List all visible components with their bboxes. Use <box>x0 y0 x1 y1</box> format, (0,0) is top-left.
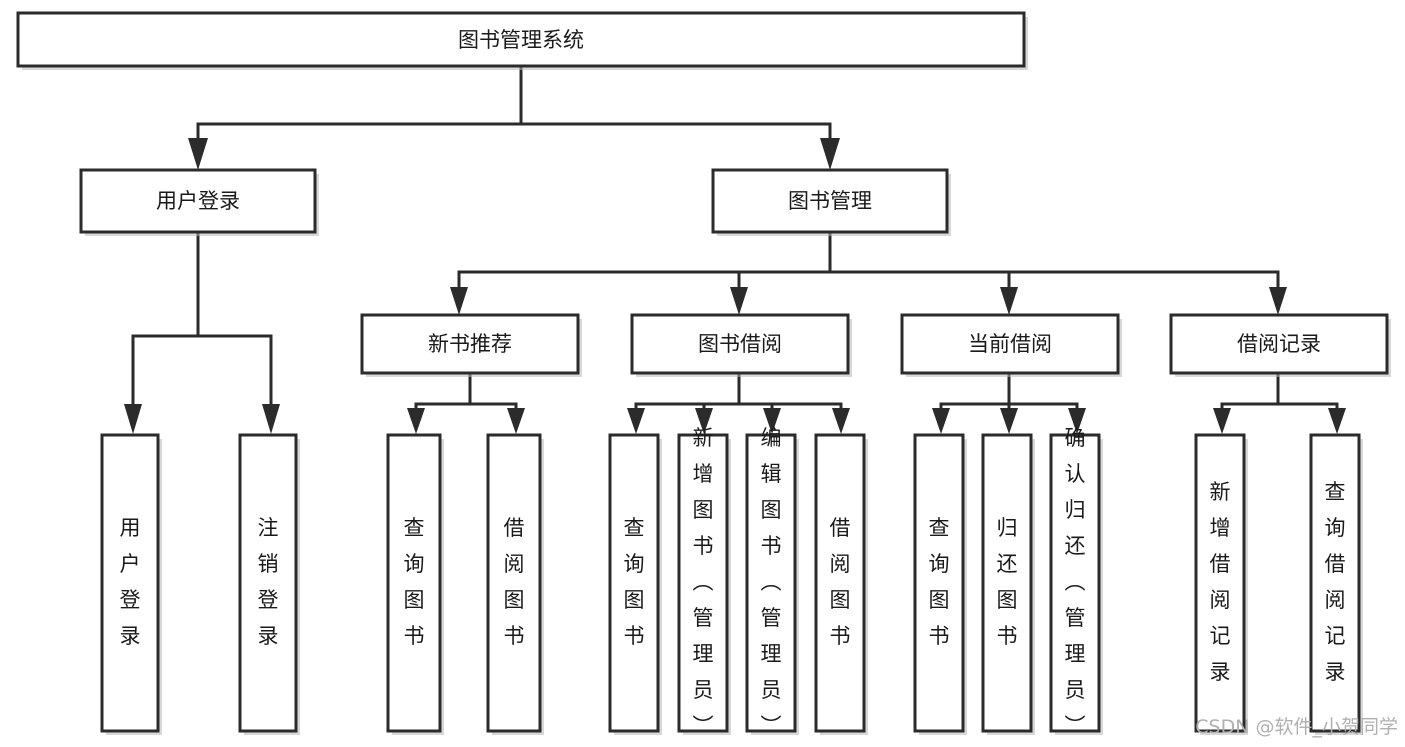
node-leaf-user-logout[interactable]: 注销登录 <box>238 433 300 735</box>
node-leaf-borrow-book-2-label: 借阅图书 <box>830 516 851 648</box>
node-leaf-borrow-book-2-box[interactable] <box>814 433 866 733</box>
arrowhead-to-leaf-add-record <box>1213 408 1231 434</box>
node-book-manage-box[interactable] <box>711 168 949 234</box>
arrowhead-to-book-borrow <box>730 287 748 315</box>
node-leaf-add-book-box[interactable] <box>677 433 729 733</box>
node-leaf-query-record-box[interactable] <box>1309 433 1361 733</box>
node-leaf-borrow-book-1-box[interactable] <box>486 433 542 733</box>
node-leaf-query-book-1-box[interactable] <box>386 433 442 733</box>
node-leaf-user-login-label: 用户登录 <box>120 516 141 648</box>
node-leaf-edit-book-label: 编辑图书︵管理员︶ <box>761 426 782 738</box>
arrowhead-to-leaf-user-logout <box>262 404 280 434</box>
arrowhead-to-leaf-confirm-return <box>1068 408 1086 434</box>
node-leaf-user-login[interactable]: 用户登录 <box>100 433 162 735</box>
csdn-watermark: CSDN @软件_小贺同学 <box>1195 716 1398 738</box>
node-borrow-record[interactable]: 借阅记录 <box>1169 313 1391 377</box>
node-leaf-user-login-box[interactable] <box>100 433 160 733</box>
node-leaf-user-logout-label: 注销登录 <box>258 516 279 648</box>
arrowhead-to-leaf-query-record <box>1328 408 1346 434</box>
arrowhead-to-user-login <box>188 138 208 170</box>
node-leaf-borrow-book-1-label: 借阅图书 <box>504 516 525 648</box>
node-leaf-query-book-3-label: 查询图书 <box>929 516 950 648</box>
node-leaf-query-book-3-box[interactable] <box>913 433 965 733</box>
arrowhead-to-leaf-add-book <box>695 408 713 434</box>
node-current-borrow-box[interactable] <box>900 313 1120 375</box>
node-leaf-confirm-return[interactable]: 确认归还︵管理员︶ <box>1049 426 1103 738</box>
node-leaf-add-record[interactable]: 新增借阅记录 <box>1194 433 1248 735</box>
arrowhead-layer <box>124 138 1346 434</box>
node-leaf-query-book-1[interactable]: 查询图书 <box>386 433 444 735</box>
node-leaf-add-record-box[interactable] <box>1194 433 1246 733</box>
node-book-borrow-label: 图书借阅 <box>698 332 782 356</box>
node-root-box[interactable] <box>16 11 1026 68</box>
arrowhead-to-leaf-return-book <box>1000 408 1018 434</box>
node-root[interactable]: 图书管理系统 <box>16 11 1028 70</box>
node-leaf-query-book-2-box[interactable] <box>608 433 660 733</box>
arrowhead-to-leaf-query-book-1 <box>407 408 425 434</box>
arrowhead-to-leaf-user-login <box>124 404 142 434</box>
node-current-borrow-label: 当前借阅 <box>968 332 1052 356</box>
node-user-login[interactable]: 用户登录 <box>79 168 319 236</box>
node-leaf-query-book-3[interactable]: 查询图书 <box>913 433 967 735</box>
node-new-book-recommend-label: 新书推荐 <box>428 332 512 356</box>
node-leaf-edit-book[interactable]: 编辑图书︵管理员︶ <box>745 426 799 738</box>
node-leaf-add-book[interactable]: 新增图书︵管理员︶ <box>677 426 731 738</box>
node-user-login-label: 用户登录 <box>156 189 240 213</box>
node-user-login-box[interactable] <box>79 168 317 234</box>
node-leaf-user-logout-box[interactable] <box>238 433 298 733</box>
node-leaf-query-book-2-label: 查询图书 <box>624 516 645 648</box>
node-leaf-borrow-book-1[interactable]: 借阅图书 <box>486 433 544 735</box>
node-leaf-return-book[interactable]: 归还图书 <box>981 433 1035 735</box>
arrowhead-to-book-manage <box>820 138 840 170</box>
node-book-manage[interactable]: 图书管理 <box>711 168 951 236</box>
node-leaf-return-book-box[interactable] <box>981 433 1033 733</box>
node-borrow-record-label: 借阅记录 <box>1237 332 1321 356</box>
node-leaf-add-record-label: 新增借阅记录 <box>1210 480 1231 684</box>
node-new-book-recommend[interactable]: 新书推荐 <box>360 313 582 377</box>
node-borrow-record-box[interactable] <box>1169 313 1389 375</box>
arrowhead-to-leaf-borrow-book-2 <box>832 408 850 434</box>
arrowhead-to-leaf-edit-book <box>763 408 781 434</box>
node-leaf-confirm-return-box[interactable] <box>1049 433 1101 733</box>
node-leaf-edit-book-box[interactable] <box>745 433 797 733</box>
node-root-label: 图书管理系统 <box>458 28 584 52</box>
node-leaf-return-book-label: 归还图书 <box>997 516 1018 648</box>
node-leaf-add-book-label: 新增图书︵管理员︶ <box>693 426 714 738</box>
node-book-borrow[interactable]: 图书借阅 <box>630 313 852 377</box>
arrowhead-to-borrow-record <box>1269 287 1287 315</box>
node-leaf-confirm-return-label: 确认归还︵管理员︶ <box>1065 426 1086 738</box>
node-book-borrow-box[interactable] <box>630 313 850 375</box>
node-current-borrow[interactable]: 当前借阅 <box>900 313 1122 377</box>
node-leaf-query-record[interactable]: 查询借阅记录 <box>1309 433 1363 735</box>
arrowhead-to-leaf-query-book-2 <box>627 408 645 434</box>
node-leaf-query-book-2[interactable]: 查询图书 <box>608 433 662 735</box>
node-new-book-recommend-box[interactable] <box>360 313 580 375</box>
arrowhead-to-leaf-query-book-3 <box>932 408 950 434</box>
node-leaf-borrow-book-2[interactable]: 借阅图书 <box>814 433 868 735</box>
arrowhead-to-new-book-recommend <box>450 287 468 315</box>
node-leaf-query-record-label: 查询借阅记录 <box>1325 480 1346 684</box>
arrowhead-to-current-borrow <box>1000 287 1018 315</box>
node-leaf-query-book-1-label: 查询图书 <box>404 516 425 648</box>
arrowhead-to-leaf-borrow-book-1 <box>507 408 525 434</box>
node-book-manage-label: 图书管理 <box>788 189 872 213</box>
